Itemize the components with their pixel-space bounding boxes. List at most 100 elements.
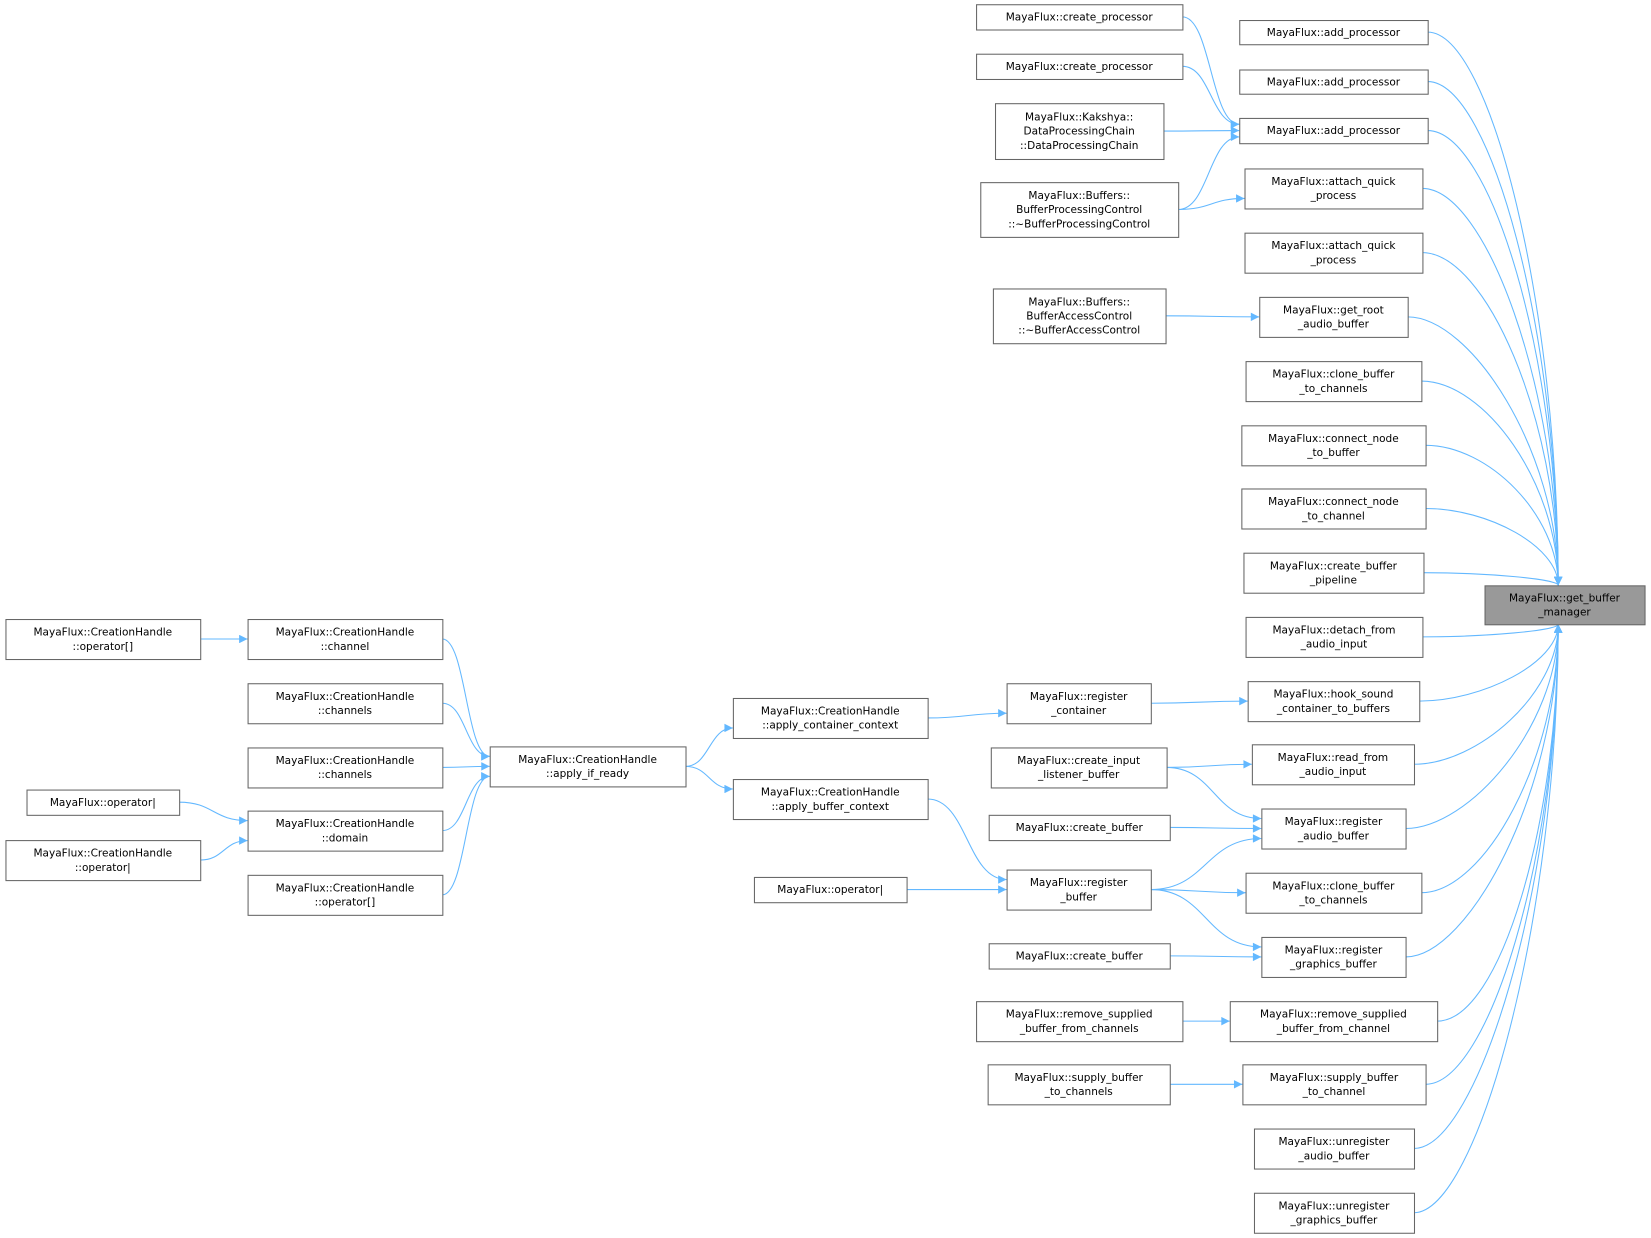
node-mayaflux-create-input-listener-buffer[interactable]: MayaFlux::create_input_listener_buffer	[990, 747, 1168, 789]
node-box	[1243, 552, 1425, 594]
node-label: ::DataProcessingChain	[1020, 140, 1138, 152]
node-label: MayaFlux::operator|	[777, 884, 883, 896]
edge-r16-to-g	[1405, 624, 1563, 958]
node-label: MayaFlux::CreationHandle	[33, 848, 172, 860]
node-mayaflux-create-processor[interactable]: MayaFlux::create_processor	[976, 4, 1184, 31]
node-label: MayaFlux::CreationHandle	[761, 787, 900, 799]
edge-r9-to-g	[1425, 507, 1563, 586]
node-mayaflux-creationhandle-apply-container-context[interactable]: MayaFlux::CreationHandle::apply_containe…	[732, 697, 929, 740]
node-label: MayaFlux::CreationHandle	[276, 627, 415, 639]
node-mayaflux-attach-quick-process[interactable]: MayaFlux::attach_quick_process	[1244, 168, 1424, 210]
node-mayaflux-connect-node-to-channel[interactable]: MayaFlux::connect_node_to_channel	[1241, 488, 1427, 530]
edge-c2-to-a	[442, 702, 490, 761]
node-mayaflux-unregister-graphics-buffer[interactable]: MayaFlux::unregister_graphics_buffer	[1253, 1192, 1416, 1234]
node-label: ::domain	[322, 832, 368, 844]
node-label: MayaFlux::get_root	[1283, 304, 1384, 316]
node-mayaflux-supply-buffer-to-channels[interactable]: MayaFlux::supply_buffer_to_channels	[987, 1064, 1171, 1106]
node-mayaflux-read-from-audio-input[interactable]: MayaFlux::read_from_audio_input	[1251, 744, 1416, 786]
node-mayaflux-create-processor[interactable]: MayaFlux::create_processor	[976, 53, 1184, 81]
node-mayaflux-create-buffer[interactable]: MayaFlux::create_buffer	[988, 943, 1171, 970]
node-label: MayaFlux::supply_buffer	[1014, 1072, 1143, 1084]
node-mayaflux-unregister-audio-buffer[interactable]: MayaFlux::unregister_audio_buffer	[1253, 1128, 1416, 1170]
node-mayaflux-creationhandle-channel[interactable]: MayaFlux::CreationHandle::channel	[247, 619, 444, 661]
node-mayaflux-get-buffer-manager[interactable]: MayaFlux::get_buffer_manager	[1484, 585, 1646, 626]
node-label: MayaFlux::register	[1285, 945, 1383, 957]
node-label: MayaFlux::CreationHandle	[761, 706, 900, 718]
node-mayaflux-creationhandle-operator[interactable]: MayaFlux::CreationHandle::operator[]	[247, 874, 444, 916]
node-mayaflux-register-graphics-buffer[interactable]: MayaFlux::register_graphics_buffer	[1261, 936, 1407, 978]
node-label: MayaFlux::Buffers::	[1028, 190, 1130, 202]
node-mayaflux-clone-buffer-to-channels[interactable]: MayaFlux::clone_buffer_to_channels	[1245, 872, 1423, 914]
node-mayaflux-creationhandle-operator[interactable]: MayaFlux::CreationHandle::operator|	[5, 840, 202, 882]
node-label: _to_channels	[1298, 383, 1367, 395]
node-mayaflux-hook-sound-container-to-buffers[interactable]: MayaFlux::hook_sound_container_to_buffer…	[1247, 681, 1421, 723]
node-label: ::apply_buffer_context	[771, 801, 889, 813]
node-label: MayaFlux::create_buffer	[1016, 951, 1144, 963]
node-label: ::operator[]	[73, 641, 134, 653]
node-mayaflux-creationhandle-apply-buffer-context[interactable]: MayaFlux::CreationHandle::apply_buffer_c…	[732, 779, 929, 821]
node-mayaflux-connect-node-to-buffer[interactable]: MayaFlux::connect_node_to_buffer	[1241, 425, 1427, 467]
node-mayaflux-detach-from-audio-input[interactable]: MayaFlux::detach_from_audio_input	[1245, 616, 1424, 658]
node-box	[489, 746, 687, 788]
edge-r20-to-g	[1413, 624, 1563, 1214]
node-mayaflux-get-root-audio-buffer[interactable]: MayaFlux::get_root_audio_buffer	[1259, 296, 1409, 338]
node-label: MayaFlux::attach_quick	[1271, 240, 1396, 252]
node-label: MayaFlux::get_buffer	[1509, 592, 1621, 604]
node-mayaflux-register-container[interactable]: MayaFlux::register_container	[1006, 683, 1152, 725]
node-mayaflux-buffers-bufferprocessingcontrol-bufferprocessingcontrol[interactable]: MayaFlux::Buffers::BufferProcessingContr…	[980, 182, 1180, 238]
edge-c5-to-a	[442, 772, 490, 896]
node-mayaflux-kakshya-dataprocessingchain-dataprocessingchain[interactable]: MayaFlux::Kakshya::DataProcessingChain::…	[994, 103, 1165, 161]
node-mayaflux-register-buffer[interactable]: MayaFlux::register_buffer	[1006, 869, 1152, 911]
node-mayaflux-add-processor[interactable]: MayaFlux::add_processor	[1239, 117, 1429, 145]
node-box	[1261, 808, 1407, 850]
node-box	[990, 747, 1168, 789]
edge-r1-to-g	[1427, 31, 1563, 586]
node-label: ::apply_if_ready	[546, 768, 629, 780]
node-label: _to_buffer	[1306, 447, 1360, 459]
node-mayaflux-buffers-bufferaccesscontrol-bufferaccesscontrol[interactable]: MayaFlux::Buffers::BufferAccessControl::…	[992, 288, 1167, 345]
node-mayaflux-create-buffer[interactable]: MayaFlux::create_buffer	[988, 814, 1171, 842]
node-mayaflux-add-processor[interactable]: MayaFlux::add_processor	[1239, 20, 1429, 46]
node-label: BufferProcessingControl	[1016, 204, 1142, 216]
node-mayaflux-creationhandle-operator[interactable]: MayaFlux::CreationHandle::operator[]	[5, 619, 202, 661]
edge-r13-to-g	[1413, 624, 1563, 765]
edge-r6-to-g	[1407, 316, 1563, 586]
node-box	[987, 1064, 1171, 1106]
node-box	[1242, 1064, 1427, 1106]
node-label: _to_channel	[1302, 1086, 1366, 1098]
node-mayaflux-add-processor[interactable]: MayaFlux::add_processor	[1239, 69, 1429, 95]
edge-m9-to-r14	[1150, 834, 1262, 891]
node-mayaflux-clone-buffer-to-channels[interactable]: MayaFlux::clone_buffer_to_channels	[1245, 361, 1423, 403]
node-mayaflux-attach-quick-process[interactable]: MayaFlux::attach_quick_process	[1244, 232, 1424, 274]
node-box	[988, 943, 1171, 970]
edge-m4-to-r3	[1178, 132, 1240, 211]
node-mayaflux-supply-buffer-to-channel[interactable]: MayaFlux::supply_buffer_to_channel	[1242, 1064, 1427, 1106]
node-box	[1253, 1128, 1416, 1170]
node-label: MayaFlux::remove_supplied	[1006, 1009, 1153, 1021]
node-label: MayaFlux::clone_buffer	[1272, 880, 1395, 892]
node-mayaflux-creationhandle-apply-if-ready[interactable]: MayaFlux::CreationHandle::apply_if_ready	[489, 746, 687, 788]
edge-r8-to-g	[1425, 444, 1563, 586]
node-box	[247, 619, 444, 661]
edge-r3-to-g	[1427, 130, 1563, 586]
node-label: _graphics_buffer	[1290, 1215, 1379, 1227]
edge-m6-to-r12	[1150, 696, 1248, 706]
node-mayaflux-remove-supplied-buffer-from-channels[interactable]: MayaFlux::remove_supplied_buffer_from_ch…	[976, 1001, 1184, 1043]
edges-layer	[179, 16, 1563, 1214]
node-mayaflux-creationhandle-channels[interactable]: MayaFlux::CreationHandle::channels	[247, 747, 444, 789]
node-mayaflux-operator[interactable]: MayaFlux::operator|	[26, 789, 181, 816]
node-mayaflux-operator[interactable]: MayaFlux::operator|	[753, 876, 908, 904]
node-label: MayaFlux::attach_quick	[1271, 176, 1396, 188]
node-label: MayaFlux::read_from	[1278, 752, 1389, 764]
node-label: _process	[1310, 190, 1357, 202]
node-label: DataProcessingChain	[1024, 126, 1135, 138]
node-box	[1245, 616, 1424, 658]
node-label: _to_channels	[1044, 1086, 1113, 1098]
node-mayaflux-register-audio-buffer[interactable]: MayaFlux::register_audio_buffer	[1261, 808, 1407, 850]
node-label: MayaFlux::CreationHandle	[518, 754, 657, 766]
node-mayaflux-creationhandle-domain[interactable]: MayaFlux::CreationHandle::domain	[247, 810, 444, 852]
node-mayaflux-remove-supplied-buffer-from-channel[interactable]: MayaFlux::remove_supplied_buffer_from_ch…	[1229, 1001, 1439, 1043]
node-mayaflux-create-buffer-pipeline[interactable]: MayaFlux::create_buffer_pipeline	[1243, 552, 1425, 594]
node-label: ::channel	[321, 641, 370, 653]
node-mayaflux-creationhandle-channels[interactable]: MayaFlux::CreationHandle::channels	[247, 683, 444, 725]
